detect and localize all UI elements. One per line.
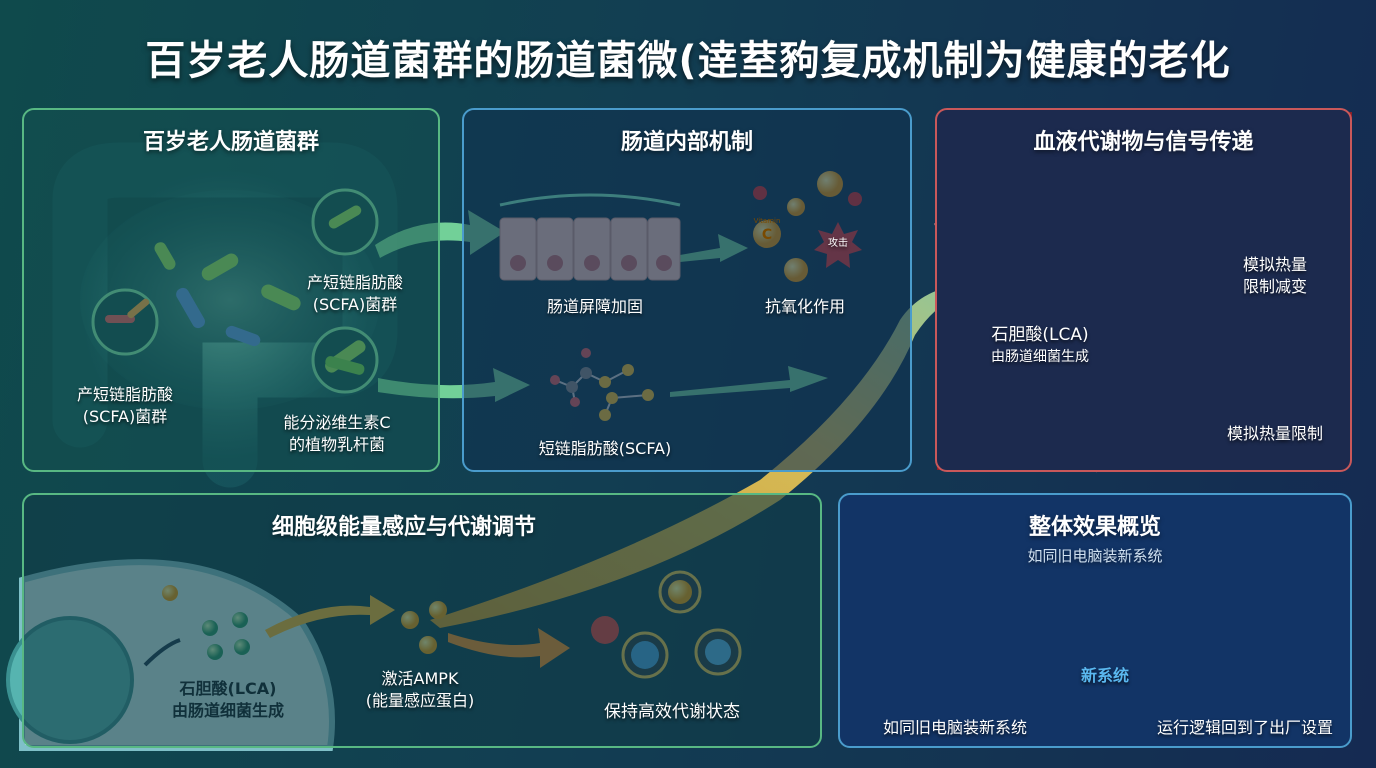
vitamin-c-letter: C <box>761 227 773 243</box>
vitamin-label: Vitamin <box>753 217 781 225</box>
label-cell-lca: 石胆酸(LCA)由肠道细菌生成 <box>171 679 285 720</box>
label-metabolic-state: 保持高效代谢状态 <box>604 702 740 722</box>
panel-title: 血液代谢物与信号传递 <box>1033 130 1254 155</box>
attack-label: 攻击 <box>828 238 848 249</box>
label-antioxidant: 抗氧化作用 <box>764 297 846 316</box>
panel-title: 百岁老人肠道菌群 <box>142 130 319 155</box>
label-scfa-bacteria-right: 产短链脂肪酸(SCFA)菌群 <box>306 273 404 314</box>
label-factory-reset: 运行逻辑回到了出厂设置 <box>1156 718 1334 737</box>
panel-gut-mechanism: 肠道内部机制 <box>462 108 912 472</box>
label-scfa-bacteria-left: 产短链脂肪酸(SCFA)菌群 <box>76 385 174 426</box>
label-ampk: 激活AMPK(能量感应蛋白) <box>365 669 475 710</box>
label-scfa: 短链脂肪酸(SCFA) <box>538 439 672 458</box>
panel-title: 肠道内部机制 <box>620 130 753 155</box>
signal-flow <box>430 270 990 628</box>
label-cr: 模拟热量限制 <box>1226 424 1324 443</box>
panel-blood-metabolites: 血液代谢物与信号传递 <box>935 108 1352 472</box>
page-title: 百岁老人肠道菌群的肠道菌微(逹荎豞复成机制为健康的老化 <box>145 38 1231 84</box>
panel-overview: 整体效果概览 如同旧电脑装新系统 <box>838 493 1352 748</box>
label-cr-mimic: 模拟热量限制减变 <box>1242 255 1308 296</box>
label-lca-source: 由肠道细菌生成 <box>991 349 1089 365</box>
label-old-pc: 如同旧电脑装新系统 <box>882 718 1028 737</box>
panel-title: 整体效果概览 <box>1028 515 1161 540</box>
panel-gut-microbiota: 百岁老人肠道菌群 <box>22 108 440 472</box>
panel-title: 细胞级能量感应与代谢调节 <box>271 515 536 540</box>
panel-subtitle: 如同旧电脑装新系统 <box>1027 547 1163 565</box>
label-lca: 石胆酸(LCA) <box>991 325 1089 345</box>
label-barrier: 肠道屏障加固 <box>546 297 644 316</box>
label-new-system: 新系统 <box>1080 666 1130 685</box>
panel-cellular-energy: 细胞级能量感应与代谢调节 <box>22 493 822 748</box>
